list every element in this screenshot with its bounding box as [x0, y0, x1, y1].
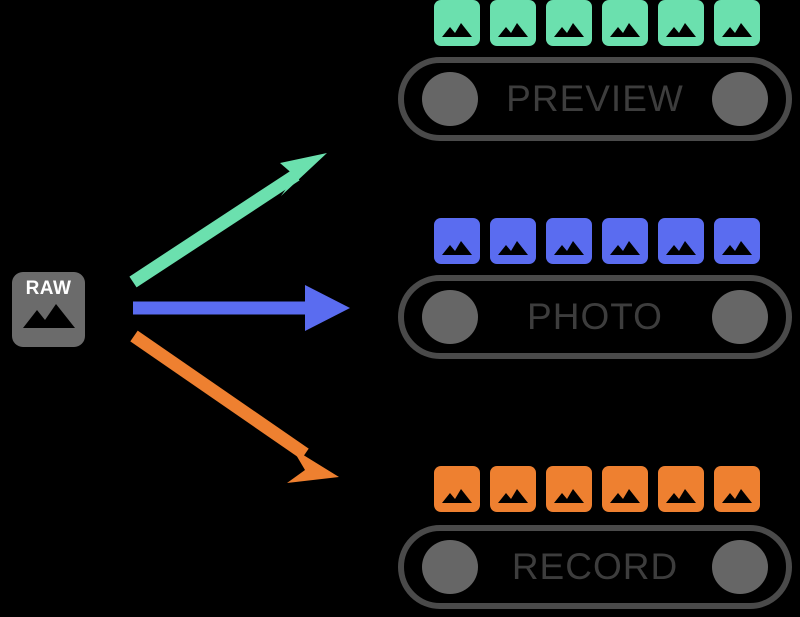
frame-icon-preview-3[interactable] [546, 0, 592, 46]
frame-icon-photo-5[interactable] [658, 218, 704, 264]
image-mountain-icon [610, 489, 640, 503]
frame-icon-photo-6[interactable] [714, 218, 760, 264]
frame-icon-record-3[interactable] [546, 466, 592, 512]
image-mountain-icon [442, 489, 472, 503]
frame-icon-record-6[interactable] [714, 466, 760, 512]
belt-roller-left [422, 540, 478, 594]
belt-label-preview: PREVIEW [506, 78, 684, 119]
frame-icon-preview-1[interactable] [434, 0, 480, 46]
raw-source-label: RAW [25, 278, 72, 299]
frame-icon-record-2[interactable] [490, 466, 536, 512]
image-mountain-icon [666, 241, 696, 255]
frame-icon-preview-5[interactable] [658, 0, 704, 46]
arrow-photo [133, 285, 350, 331]
frame-icon-preview-4[interactable] [602, 0, 648, 46]
image-mountain-icon [722, 23, 752, 37]
belt-record[interactable]: RECORD [398, 525, 792, 609]
image-mountain-icon [666, 23, 696, 37]
belt-roller-right [712, 290, 768, 344]
frame-icon-photo-1[interactable] [434, 218, 480, 264]
image-mountain-icon [610, 23, 640, 37]
image-mountain-icon [498, 241, 528, 255]
frame-strip-photo [434, 218, 760, 264]
belt-label-photo: PHOTO [527, 296, 663, 337]
frame-icon-record-4[interactable] [602, 466, 648, 512]
frame-icon-preview-2[interactable] [490, 0, 536, 46]
arrow-preview [129, 153, 327, 288]
belt-roller-right [712, 540, 768, 594]
frame-strip-preview [434, 0, 760, 46]
belt-photo[interactable]: PHOTO [398, 275, 792, 359]
raw-source-node[interactable]: RAW [12, 272, 85, 347]
belt-roller-left [422, 290, 478, 344]
frame-icon-record-5[interactable] [658, 466, 704, 512]
belt-roller-right [711, 72, 768, 126]
image-mountain-icon [498, 23, 528, 37]
image-mountain-icon [554, 489, 584, 503]
image-mountain-icon [442, 241, 472, 255]
belt-roller-left [422, 72, 478, 126]
frame-icon-photo-2[interactable] [490, 218, 536, 264]
belt-preview[interactable]: PREVIEW [398, 57, 792, 141]
image-mountain-icon [610, 241, 640, 255]
frame-icon-record-1[interactable] [434, 466, 480, 512]
image-mountain-icon [22, 304, 75, 328]
frame-icon-photo-4[interactable] [602, 218, 648, 264]
frame-icon-photo-3[interactable] [546, 218, 592, 264]
frame-icon-preview-6[interactable] [714, 0, 760, 46]
image-mountain-icon [554, 23, 584, 37]
image-mountain-icon [442, 23, 472, 37]
image-mountain-icon [498, 489, 528, 503]
arrow-record [130, 330, 339, 483]
frame-strip-record [434, 466, 760, 512]
image-mountain-icon [666, 489, 696, 503]
belt-label-record: RECORD [511, 546, 679, 587]
image-mountain-icon [722, 241, 752, 255]
image-mountain-icon [722, 489, 752, 503]
image-mountain-icon [554, 241, 584, 255]
